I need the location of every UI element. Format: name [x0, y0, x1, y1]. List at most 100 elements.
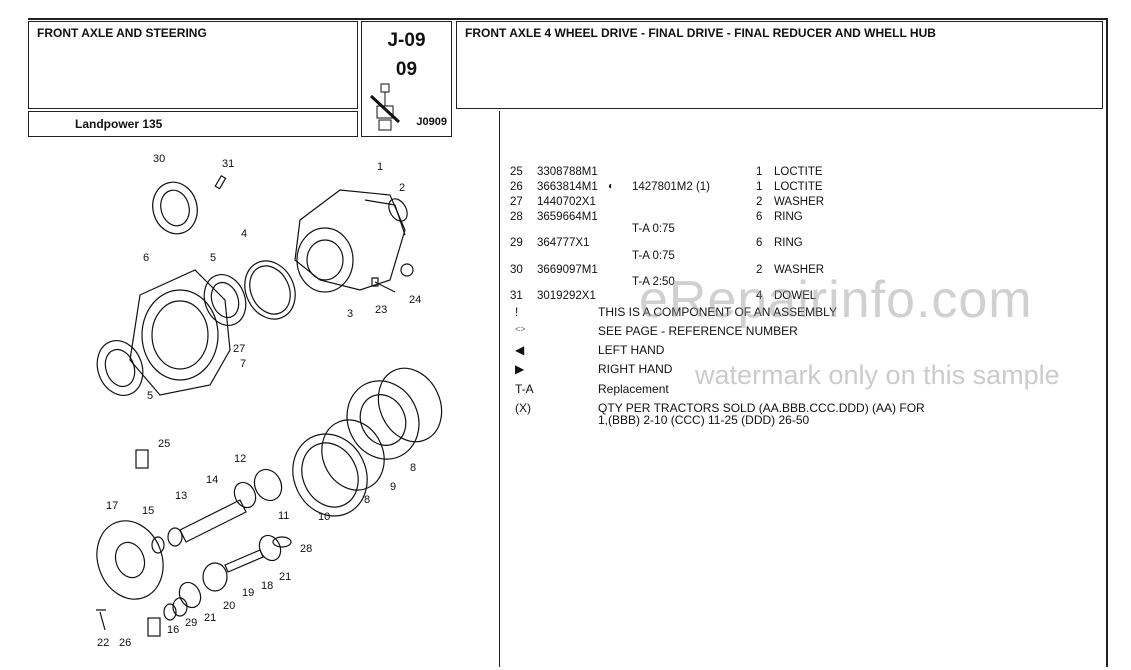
page-reference-box: J-09 09 J0909 — [361, 21, 452, 137]
part-name: LOCTITE — [774, 166, 823, 178]
label-7: 7 — [240, 358, 246, 370]
part-qty: 1 — [756, 166, 763, 178]
label-26: 26 — [119, 637, 131, 649]
legend-text: Replacement — [598, 382, 669, 396]
legend-text: 1,(BBB) 2-10 (CCC) 11-25 (DDD) 26-50 — [598, 413, 810, 427]
label-4: 4 — [241, 228, 247, 240]
label-23: 23 — [375, 304, 387, 316]
label-11: 11 — [278, 510, 289, 522]
pin-19 — [224, 549, 264, 573]
part-number: 3019292X1 — [537, 290, 596, 302]
loctite-25 — [135, 449, 149, 469]
part-ref: 30 — [510, 264, 523, 276]
pin-31 — [214, 174, 227, 190]
part-ref: 28 — [510, 211, 523, 223]
label-17: 17 — [106, 500, 118, 512]
watermark-note: watermark only on this sample — [695, 360, 1060, 390]
label-13: 13 — [175, 490, 187, 502]
model-name: Landpower 135 — [28, 111, 358, 137]
legend-symbol: T-A — [515, 382, 534, 396]
part-ref: 25 — [510, 166, 523, 178]
part-number: 3669097M1 — [537, 264, 598, 276]
label-8b: 8 — [364, 494, 370, 506]
label-25: 25 — [158, 438, 170, 450]
part-ref: 26 — [510, 181, 523, 193]
legend-text: THIS IS A COMPONENT OF AN ASSEMBLY — [598, 305, 837, 319]
part-number: 3308788M1 — [537, 166, 598, 178]
page-code: J0909 — [416, 116, 447, 128]
cover-17 — [96, 520, 164, 600]
part-name: WASHER — [774, 196, 825, 208]
label-1: 1 — [377, 161, 383, 173]
part-name: RING — [774, 237, 803, 249]
part-number: 364777X1 — [537, 237, 590, 249]
steering-knuckle-1 — [294, 189, 406, 291]
washer-21 — [258, 534, 282, 562]
part-number: 3663814M1 — [537, 181, 598, 193]
alternate-part-number: 1427801M2 (1) — [632, 181, 710, 193]
see-page-icon: <> — [515, 324, 526, 334]
part-name: RING — [774, 211, 803, 223]
ring-gear-10 — [292, 433, 368, 517]
label-5b: 5 — [147, 390, 153, 402]
label-5a: 5 — [210, 252, 216, 264]
ring-15 — [151, 536, 165, 554]
page-ref-line1: J-09 — [387, 30, 426, 51]
ring-16 — [163, 603, 177, 621]
exploded-diagram: 30 31 1 2 4 6 5 24 3 23 27 7 5 25 8 12 1… — [96, 153, 443, 649]
ring-12 — [233, 481, 257, 509]
part-qty: 2 — [756, 264, 763, 276]
legend-text: LEFT HAND — [598, 343, 665, 357]
label-10: 10 — [318, 511, 330, 523]
frame-top-line — [28, 18, 1108, 20]
part-name: DOWEL — [774, 290, 817, 302]
left-hand-icon: ◀ — [515, 343, 525, 357]
part-qty: 6 — [756, 237, 763, 249]
ring-28 — [272, 536, 292, 548]
legend-text: RIGHT HAND — [598, 362, 673, 376]
nut-24 — [400, 263, 414, 277]
part-name: WASHER — [774, 264, 825, 276]
legend-text: QTY PER TRACTORS SOLD (AA.BBB.CCC.DDD) (… — [598, 401, 925, 415]
hub-housing-6 — [129, 269, 231, 396]
label-27: 27 — [233, 343, 245, 355]
shaft-14 — [179, 499, 247, 543]
label-28: 28 — [300, 543, 312, 555]
part-qty: 1 — [756, 181, 763, 193]
bearing-5-top — [203, 274, 247, 326]
part-note: T-A 2:50 — [632, 276, 675, 288]
label-18: 18 — [261, 580, 273, 592]
label-24: 24 — [409, 294, 421, 306]
label-2: 2 — [399, 182, 405, 194]
section-title: FRONT AXLE AND STEERING — [28, 21, 358, 109]
part-number: 3659664M1 — [537, 211, 598, 223]
legend-symbol: (X) — [515, 401, 531, 415]
seal-11 — [253, 468, 283, 502]
part-ref: 29 — [510, 237, 523, 249]
watermark-site: eRepairinfo.com — [639, 271, 1033, 329]
bolt-22 — [96, 609, 106, 631]
part-name: LOCTITE — [774, 181, 823, 193]
legend-text: SEE PAGE - REFERENCE NUMBER — [598, 324, 798, 338]
legend-symbol: ! — [515, 305, 519, 319]
ring-13 — [167, 527, 183, 547]
label-6: 6 — [143, 252, 149, 264]
part-ref: 27 — [510, 196, 523, 208]
part-note: T-A 0:75 — [632, 223, 675, 235]
part-note: T-A 0:75 — [632, 250, 675, 262]
seal-30 — [152, 181, 198, 235]
label-22: 22 — [97, 637, 109, 649]
label-14: 14 — [206, 474, 218, 486]
bushing-2 — [388, 198, 408, 222]
ring-29 — [172, 597, 188, 617]
label-15: 15 — [142, 505, 154, 517]
alternate-part-icon: ◐ — [608, 181, 615, 192]
carrier-9 — [346, 380, 420, 460]
part-qty: 6 — [756, 211, 763, 223]
label-16: 16 — [167, 624, 179, 636]
ring-8 — [321, 419, 385, 491]
label-20: 20 — [223, 600, 235, 612]
gear-20 — [202, 562, 228, 592]
label-29: 29 — [185, 617, 197, 629]
right-hand-icon: ▶ — [515, 362, 525, 376]
